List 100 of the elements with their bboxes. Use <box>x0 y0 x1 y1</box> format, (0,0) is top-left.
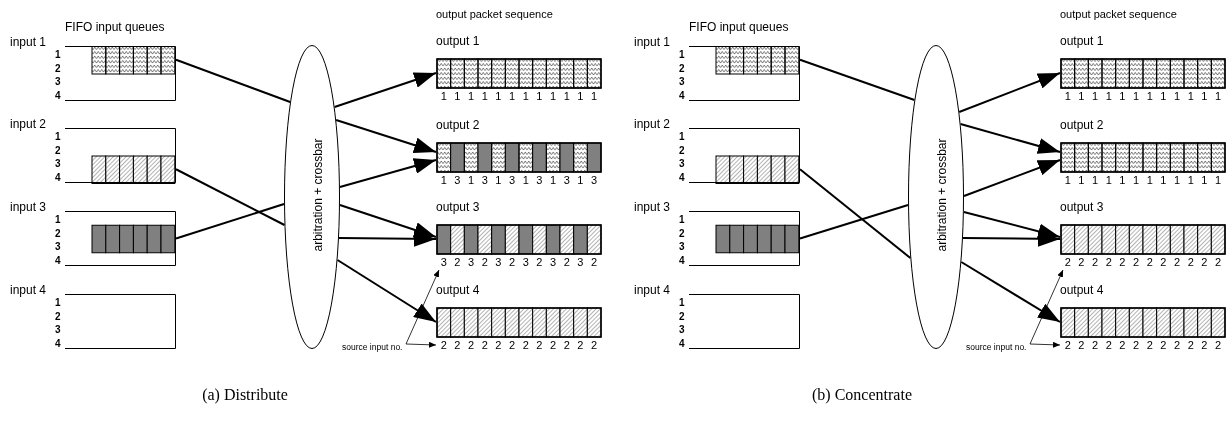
slot-number: 3 <box>55 324 61 335</box>
slot-number: 4 <box>679 89 685 101</box>
queue-label: input 4 <box>634 284 671 298</box>
slot-number: 4 <box>679 337 685 349</box>
slot-number: 2 <box>55 62 61 74</box>
source-number: 1 <box>1091 90 1099 103</box>
arrow <box>959 123 1061 154</box>
source-number: 1 <box>481 90 488 103</box>
source-number: 1 <box>1064 90 1071 103</box>
source-number: 1 <box>1091 174 1099 187</box>
source-number: 1 <box>1078 174 1085 187</box>
source-number: 1 <box>495 90 502 103</box>
slot-number: 2 <box>55 310 61 322</box>
source-number: 2 <box>508 256 516 269</box>
source-number: 1 <box>577 90 584 103</box>
source-number: 3 <box>536 174 543 187</box>
arrow <box>333 72 437 108</box>
source-number: 1 <box>1160 90 1167 103</box>
source-number: 2 <box>563 256 570 269</box>
source-number: 3 <box>454 174 461 187</box>
output-label: output 2 <box>436 119 480 133</box>
source-number: 1 <box>522 90 529 103</box>
section-heading: output packet sequence <box>1060 8 1177 21</box>
slot-number: 4 <box>55 337 61 349</box>
arrow <box>962 211 1061 240</box>
slot-number: 4 <box>679 254 685 266</box>
source-number: 2 <box>522 339 529 352</box>
annotation-text: source input no. <box>966 342 1027 353</box>
source-number: 1 <box>1078 90 1085 103</box>
crossbar-label: arbitration + crossbar <box>312 138 326 252</box>
source-number: 1 <box>1146 174 1153 187</box>
arrow <box>338 204 437 238</box>
source-number: 2 <box>1214 256 1222 269</box>
source-number: 2 <box>481 339 488 352</box>
source-number: 2 <box>1146 256 1153 269</box>
source-number: 3 <box>549 256 557 269</box>
source-number: 1 <box>495 174 502 187</box>
source-number: 2 <box>1132 256 1140 269</box>
source-number: 2 <box>1105 339 1112 352</box>
source-number: 2 <box>1091 339 1099 352</box>
slot-number: 4 <box>55 254 61 266</box>
source-number: 2 <box>454 256 461 269</box>
slot-number: 3 <box>679 158 685 169</box>
source-number: 2 <box>590 256 598 269</box>
slot-number: 4 <box>679 171 685 183</box>
source-number: 2 <box>467 339 475 352</box>
connector-line <box>175 203 286 240</box>
source-number: 2 <box>1132 339 1140 352</box>
source-number: 1 <box>1187 174 1194 187</box>
source-number: 2 <box>1214 339 1222 352</box>
queue-label: input 1 <box>10 36 47 50</box>
source-number: 2 <box>508 339 516 352</box>
source-number: 2 <box>1201 339 1208 352</box>
source-number: 2 <box>1173 256 1181 269</box>
source-number: 2 <box>1160 256 1167 269</box>
queue-label: input 1 <box>634 36 671 50</box>
slot-number: 3 <box>679 324 685 335</box>
source-number: 2 <box>1146 339 1153 352</box>
source-number: 2 <box>1173 339 1181 352</box>
source-number: 2 <box>563 339 570 352</box>
connector-line <box>799 204 910 240</box>
source-number: 1 <box>1160 174 1167 187</box>
slot-number: 3 <box>679 241 685 252</box>
source-number: 1 <box>1201 174 1208 187</box>
source-number: 2 <box>1064 339 1071 352</box>
source-number: 1 <box>1146 90 1153 103</box>
source-number: 1 <box>577 174 584 187</box>
queue-label: input 2 <box>10 118 47 132</box>
source-number: 2 <box>1187 256 1194 269</box>
slot-number: 1 <box>679 131 685 142</box>
source-number: 2 <box>1064 256 1071 269</box>
source-number: 3 <box>590 174 598 187</box>
source-number: 1 <box>1214 90 1222 103</box>
slot-number: 1 <box>55 214 61 225</box>
slot-number: 2 <box>55 144 61 156</box>
slot-number: 2 <box>55 227 61 239</box>
connector-line <box>799 168 912 259</box>
slot-number: 1 <box>55 49 61 60</box>
source-number: 2 <box>1119 256 1126 269</box>
source-number: 1 <box>1064 174 1071 187</box>
slot-number: 4 <box>55 89 61 101</box>
source-number: 2 <box>1105 256 1112 269</box>
source-number: 1 <box>536 90 543 103</box>
slot-number: 1 <box>55 131 61 142</box>
output-label: output 3 <box>1060 201 1104 215</box>
source-number: 3 <box>577 256 584 269</box>
source-number: 2 <box>495 339 502 352</box>
slot-number: 1 <box>679 214 685 225</box>
source-number: 2 <box>590 339 598 352</box>
arrow <box>337 230 437 247</box>
source-number: 1 <box>1119 90 1126 103</box>
source-number: 1 <box>1187 90 1194 103</box>
source-number: 1 <box>440 90 447 103</box>
slot-number: 1 <box>679 297 685 308</box>
source-number: 1 <box>1105 90 1112 103</box>
source-number: 3 <box>563 174 570 187</box>
arrow <box>336 259 437 323</box>
source-number: 2 <box>1201 256 1208 269</box>
section-heading: output packet sequence <box>436 8 553 21</box>
source-number: 2 <box>1078 339 1085 352</box>
